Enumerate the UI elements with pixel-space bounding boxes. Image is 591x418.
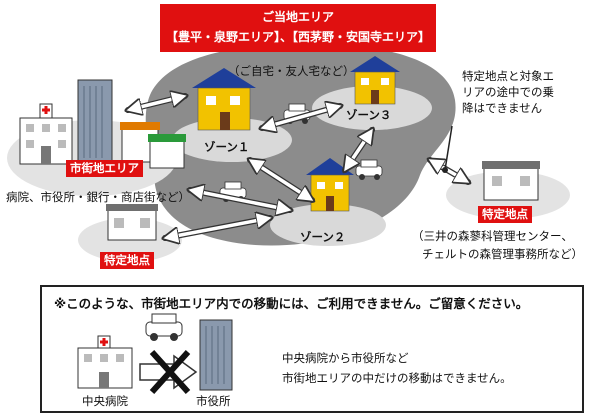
hospital-building-icon [19, 103, 73, 165]
right-point-desc2: チェルトの森管理事務所など） [422, 247, 583, 261]
city-area-desc: 病院、市役所・銀行・商店街など） [6, 190, 190, 204]
note-pointer-dot [442, 167, 448, 173]
left-point-building-icon [106, 204, 158, 241]
title-banner: ご当地エリア 【豊平・泉野エリア】、【西茅野・安国寺エリア】 [160, 4, 436, 52]
zone2-label: ゾーン２ [300, 230, 346, 244]
right-point-desc1: （三井の森蓼科管理センター、 [412, 229, 573, 243]
shop-building-icon [120, 122, 186, 169]
house-zone2-icon [306, 158, 354, 212]
note-pointer-line [444, 125, 453, 171]
house-zone1-icon [192, 68, 256, 131]
office-building-icon [77, 79, 113, 165]
notice-headline: ※このような、市街地エリア内での移動には、ご利用できません。ご留意ください。 [54, 296, 529, 311]
right-note-line2: リアの途中での乗 [462, 85, 554, 99]
zone2-ellipse [270, 204, 386, 246]
notice-city-hall-label: 市役所 [196, 394, 231, 408]
title-line2: 【豊平・泉野エリア】、【西茅野・安国寺エリア】 [165, 30, 430, 44]
title-line1: ご当地エリア [261, 10, 334, 24]
left-point-label: 特定地点 [100, 252, 154, 269]
right-point-building-icon [482, 161, 540, 201]
house-zone3-icon [350, 56, 400, 105]
right-point-label: 特定地点 [478, 206, 532, 223]
notice-sub1: 中央病院から市役所など [282, 351, 409, 365]
right-note-line1: 特定地点と対象エ [462, 69, 554, 83]
zone3-label: ゾーン３ [346, 108, 392, 122]
city-area-label: 市街地エリア [66, 160, 143, 177]
home-note: （ご自宅・友人宅など） [228, 64, 355, 78]
right-note-line3: 降はできません [462, 101, 543, 115]
right-note: 特定地点と対象エ リアの途中での乗 降はできません [462, 68, 554, 116]
notice-sub2: 市街地エリアの中だけの移動はできません。 [282, 371, 512, 385]
notice-hospital-label: 中央病院 [82, 394, 128, 408]
zone1-label: ゾーン１ [204, 140, 250, 154]
